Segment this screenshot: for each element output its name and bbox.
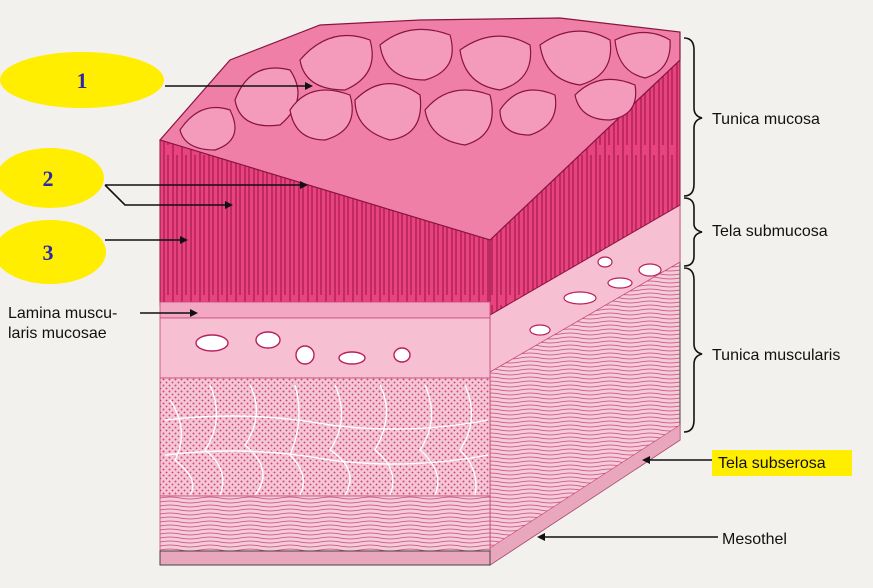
marker-3-badge [0, 220, 106, 284]
label-tunica-muscularis: Tunica muscularis [712, 347, 840, 364]
label-tela-subserosa: Tela subserosa [718, 455, 826, 472]
submucosa-vessels-right [529, 256, 662, 336]
label-tela-submucosa: Tela submucosa [712, 223, 828, 240]
gastric-folds [179, 28, 671, 151]
muscle-network [164, 384, 489, 496]
label-tunica-mucosa: Tunica mucosa [712, 111, 820, 128]
front-face-subserosa [159, 550, 491, 566]
front-face-muscularis-inner [159, 377, 491, 497]
brace [683, 37, 703, 433]
label-lamina-line1: Lamina muscu- [8, 305, 117, 322]
marker-2: 2 [43, 166, 54, 191]
submucosa-vessels-front [195, 331, 411, 365]
tela-subserosa-highlight [712, 450, 852, 476]
marker-3: 3 [43, 240, 54, 265]
label-lamina-line2: laris mucosae [8, 325, 107, 342]
leader-lines [104, 82, 718, 541]
front-face-lamina [159, 301, 491, 319]
front-face-muscularis-outer [159, 495, 491, 552]
marker-1: 1 [77, 68, 88, 93]
label-mesothel: Mesothel [722, 531, 787, 548]
marker-1-badge [0, 52, 164, 108]
marker-2-badge [0, 148, 104, 208]
